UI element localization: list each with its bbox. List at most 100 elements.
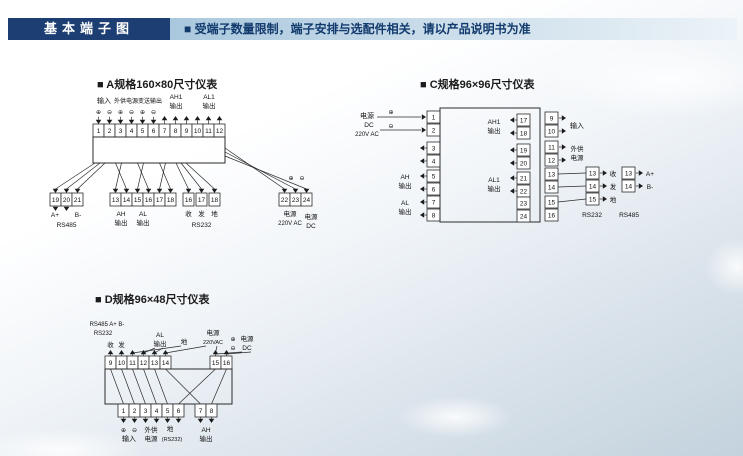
arrow-head xyxy=(120,418,127,423)
diagram-label: RS485 A+ B- xyxy=(90,322,125,328)
terminal-number: 14 xyxy=(625,183,633,190)
diagram-label: 电源 xyxy=(360,111,374,120)
wire xyxy=(137,162,144,190)
terminal-number: 12 xyxy=(548,157,556,164)
terminal-box xyxy=(621,166,636,180)
terminal-number: 14 xyxy=(123,197,131,204)
wire xyxy=(185,162,215,190)
terminal-number: 13 xyxy=(112,197,120,204)
wire xyxy=(557,198,587,203)
diagram-label: 地 xyxy=(167,424,174,433)
wire xyxy=(159,162,166,190)
arrow-head xyxy=(167,188,174,193)
terminal-number: 19 xyxy=(520,147,528,154)
arrow-head xyxy=(128,119,135,124)
wire xyxy=(154,368,168,405)
arrow-head xyxy=(561,128,566,134)
arrow-head xyxy=(153,418,160,423)
diagram-label: 输入 xyxy=(570,121,584,130)
diagram-label: AH xyxy=(400,174,409,181)
wire xyxy=(215,351,243,355)
arrow-head xyxy=(638,183,643,189)
arrow-head xyxy=(142,418,149,423)
diagram-label: ⊕ xyxy=(288,176,293,182)
diagram-label: 电源 xyxy=(241,334,255,343)
terminal-number: 9 xyxy=(550,115,554,122)
terminal-number: 17 xyxy=(520,117,528,124)
terminal-number: 11 xyxy=(548,144,555,151)
diagram-label: ⊖ xyxy=(132,428,137,434)
arrow-head xyxy=(172,116,179,121)
diagram-label: 输出 xyxy=(488,126,501,135)
terminal-number: 13 xyxy=(589,170,597,177)
terminal-number: 16 xyxy=(548,212,556,219)
wire xyxy=(132,368,146,405)
wire xyxy=(178,368,216,405)
terminal-number: 22 xyxy=(520,188,528,195)
wire xyxy=(115,162,122,190)
terminal-number: 13 xyxy=(548,171,556,178)
terminal-box xyxy=(516,196,531,210)
diagram-label: RS232 xyxy=(582,212,602,219)
terminal-number: 17 xyxy=(156,197,164,204)
arrow-head xyxy=(161,116,168,121)
terminal-number: 12 xyxy=(140,360,148,367)
terminal-number: 22 xyxy=(281,197,289,204)
terminal-number: 16 xyxy=(145,197,153,204)
terminal-number: 3 xyxy=(119,128,123,135)
diagram-label: (RS232) xyxy=(162,437,183,443)
arrow-head xyxy=(74,188,81,193)
arrow-head xyxy=(162,350,169,355)
terminal-number: 21 xyxy=(520,175,528,182)
arrow-head xyxy=(510,130,515,136)
terminal-number: 15 xyxy=(548,199,556,206)
diagram-label: AL xyxy=(401,200,409,207)
terminal-number: 11 xyxy=(129,360,136,367)
arrow-head xyxy=(106,119,113,124)
arrow-head xyxy=(561,144,566,150)
diagram-label: ⊕ xyxy=(118,110,123,116)
terminal-number: 21 xyxy=(74,197,82,204)
terminal-box xyxy=(585,166,600,180)
arrow-head xyxy=(208,418,215,423)
arrow-head xyxy=(602,183,607,189)
terminal-number: 24 xyxy=(303,197,311,204)
diagram-label: 输出 xyxy=(488,184,501,193)
arrow-head xyxy=(183,116,190,121)
terminal-number: 10 xyxy=(118,360,126,367)
wire xyxy=(165,368,201,405)
diagram-label: 输出 xyxy=(154,339,167,348)
arrow-head xyxy=(510,147,515,153)
diagram-label: 输入 xyxy=(97,96,111,105)
instrument-body xyxy=(104,368,233,405)
terminal-number: 15 xyxy=(589,196,597,203)
diagram-label: 收 xyxy=(610,169,617,178)
diagram-label: 输出 xyxy=(203,101,216,110)
terminal-number: 14 xyxy=(589,183,597,190)
arrow-head xyxy=(421,114,426,120)
terminal-box xyxy=(516,209,531,223)
arrow-head xyxy=(420,145,425,151)
terminal-number: 13 xyxy=(625,170,633,177)
arrow-head xyxy=(421,127,426,133)
diagram-label: AH xyxy=(201,427,210,434)
terminal-number: 4 xyxy=(155,408,159,415)
terminal-number: 8 xyxy=(432,212,436,219)
wire xyxy=(110,368,124,405)
arrow-head xyxy=(197,418,204,423)
diagram-label: 电源 xyxy=(305,212,319,221)
diagram-label: 220V AC xyxy=(278,221,302,227)
arrow-head xyxy=(63,188,70,193)
terminal-number: 6 xyxy=(432,186,436,193)
terminal-number: 2 xyxy=(133,408,137,415)
diagram-label: 电源 xyxy=(284,209,298,218)
diagram-label: AH xyxy=(116,211,125,218)
diagram-label: 变送输出 xyxy=(138,97,162,105)
arrow-head xyxy=(510,160,515,166)
terminal-number: 12 xyxy=(216,128,224,135)
diagram-label: 输入 xyxy=(122,434,136,443)
terminal-number: 7 xyxy=(199,408,203,415)
